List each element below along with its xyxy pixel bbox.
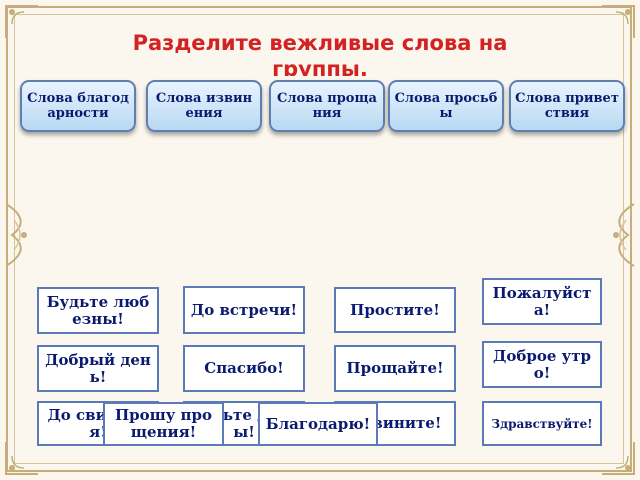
- decorative-frame: [6, 6, 632, 472]
- word-card-proshchayte[interactable]: Прощайте!: [334, 345, 456, 392]
- word-card-dobroe-utro[interactable]: Доброе утро!: [482, 341, 602, 388]
- page-title: Разделите вежливые слова на группы.: [132, 31, 508, 76]
- word-card-prostite[interactable]: Простите!: [334, 287, 456, 333]
- word-card-spasibo[interactable]: Спасибо!: [183, 345, 305, 392]
- word-card-zdravstvuyte[interactable]: Здравствуйте!: [482, 401, 602, 446]
- category-greeting-box[interactable]: Слова приветствия: [509, 80, 625, 132]
- category-farewell-box[interactable]: Слова прощания: [269, 80, 385, 132]
- corner-ornament-icon: [5, 5, 38, 38]
- word-card-pozhaluysta[interactable]: Пожалуйста!: [482, 278, 602, 325]
- corner-ornament-icon: [602, 442, 635, 475]
- corner-ornament-icon: [5, 442, 38, 475]
- word-card-proshu-proshcheniya[interactable]: Прошу прощения!: [103, 402, 224, 446]
- word-card-dobry-den[interactable]: Добрый день!: [37, 345, 159, 392]
- category-gratitude-box[interactable]: Слова благодарности: [20, 80, 136, 132]
- word-card-do-vstrechi[interactable]: До встречи!: [183, 286, 305, 334]
- side-ornament-icon: [5, 203, 27, 267]
- corner-ornament-icon: [602, 5, 635, 38]
- word-card-budte-lyubezny[interactable]: Будьте любезны!: [37, 287, 159, 334]
- category-request-box[interactable]: Слова просьбы: [388, 80, 504, 132]
- side-ornament-icon: [613, 203, 635, 267]
- category-apology-box[interactable]: Слова извинения: [146, 80, 262, 132]
- word-card-blagodaryu[interactable]: Благодарю!: [258, 402, 378, 446]
